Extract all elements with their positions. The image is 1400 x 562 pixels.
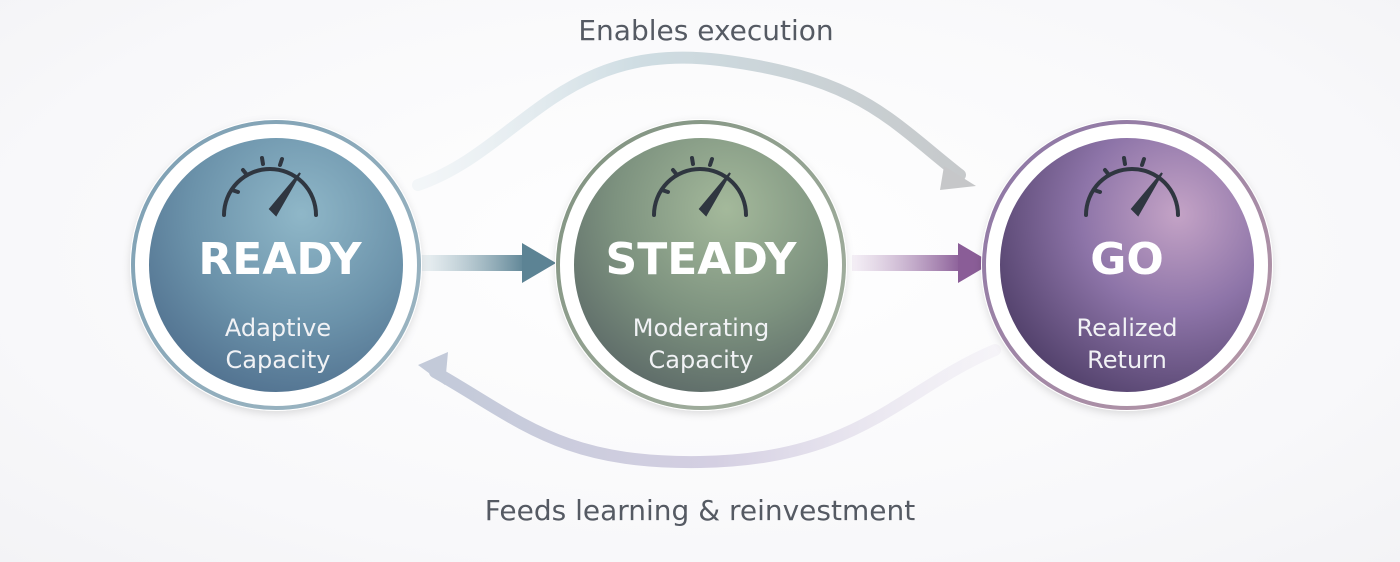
stage-ready-subtitle-line1: Adaptive bbox=[225, 314, 331, 342]
stage-steady-subtitle-line1: Moderating bbox=[633, 314, 770, 342]
gauge-icon bbox=[652, 156, 748, 217]
stage-go-title: GO bbox=[1090, 234, 1164, 285]
stage-go: GO Realized Return bbox=[981, 119, 1273, 411]
bottom-curve-arrow bbox=[418, 344, 1001, 469]
top-caption: Enables execution bbox=[578, 14, 833, 47]
arrow-ready-to-steady bbox=[418, 243, 556, 283]
arrow-steady-to-go bbox=[852, 243, 992, 283]
stage-ready-title: READY bbox=[198, 234, 362, 285]
stage-steady: STEADY Moderating Capacity bbox=[555, 119, 847, 411]
stage-steady-subtitle-line2: Capacity bbox=[649, 346, 754, 374]
gauge-icon bbox=[1084, 156, 1180, 217]
top-curve-arrow bbox=[412, 51, 976, 191]
bottom-caption: Feeds learning & reinvestment bbox=[485, 494, 915, 527]
gauge-icon bbox=[222, 156, 318, 217]
stage-ready-subtitle-line2: Capacity bbox=[226, 346, 331, 374]
stage-steady-title: STEADY bbox=[606, 234, 798, 285]
stage-ready: READY Adaptive Capacity bbox=[130, 119, 422, 411]
stage-go-subtitle-line2: Return bbox=[1087, 346, 1167, 374]
top-curve-arrowhead bbox=[940, 166, 976, 190]
bottom-curve-arrowhead bbox=[418, 352, 448, 385]
stage-go-subtitle-line1: Realized bbox=[1076, 314, 1177, 342]
